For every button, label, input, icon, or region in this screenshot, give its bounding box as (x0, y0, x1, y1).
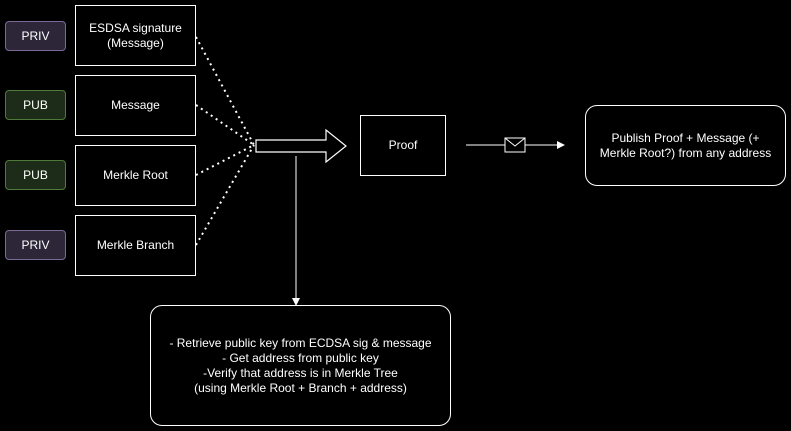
pub-badge-merkle-root: PUB (5, 160, 66, 190)
envelope-icon (504, 137, 526, 153)
priv-badge-merkle-branch: PRIV (5, 230, 66, 260)
pub-badge-message: PUB (5, 90, 66, 120)
node-verify: - Retrieve public key from ECDSA sig & m… (150, 305, 451, 426)
arrow-to-verify-head (292, 298, 300, 306)
node-proof: Proof (360, 115, 446, 176)
node-publish: Publish Proof + Message (+ Merkle Root?)… (585, 105, 786, 186)
node-ecdsa-signature: ESDSA signature (Message) (75, 5, 196, 66)
node-merkle-root: Merkle Root (75, 145, 196, 206)
dotted-connector-merkle-branch (195, 144, 255, 246)
dotted-connector-signature (195, 36, 255, 146)
node-merkle-branch: Merkle Branch (75, 215, 196, 276)
dotted-connector-merkle-root (195, 144, 255, 176)
flow-arrow-to-proof (255, 128, 347, 164)
node-message: Message (75, 75, 196, 136)
arrow-to-publish-head (557, 141, 565, 149)
dotted-connector-message (195, 104, 255, 146)
priv-badge-signature: PRIV (5, 21, 66, 51)
